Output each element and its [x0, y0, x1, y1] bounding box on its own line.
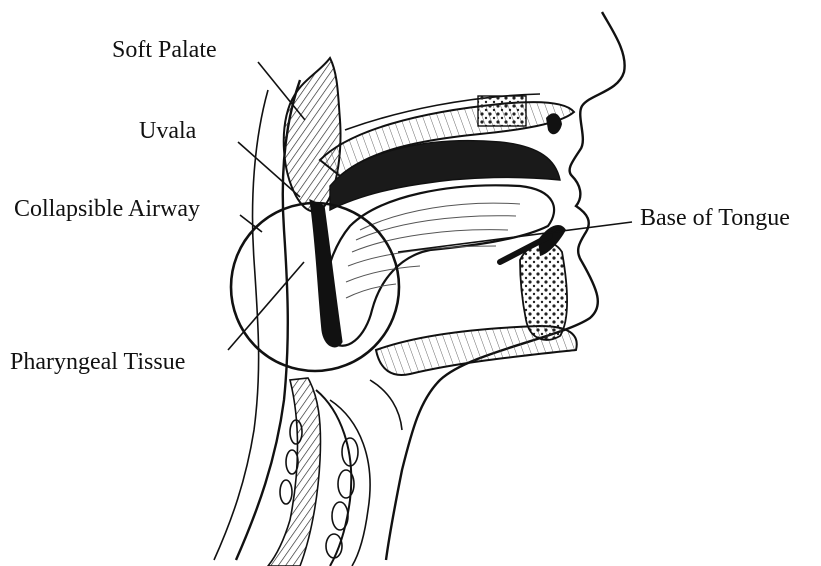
leader-line-base-of-tongue: [398, 222, 632, 252]
label-collapsible-airway: Collapsible Airway: [14, 197, 200, 221]
label-pharyngeal-tissue: Pharyngeal Tissue: [10, 350, 185, 374]
face-profile-outline: [386, 12, 625, 560]
label-base-of-tongue: Base of Tongue: [640, 206, 790, 230]
esophagus-shape: [268, 378, 321, 566]
uvula-shape: [310, 200, 342, 347]
label-uvala: Uvala: [139, 119, 196, 143]
label-soft-palate: Soft Palate: [112, 38, 217, 62]
leader-line-pharyngeal-tissue: [228, 262, 304, 350]
